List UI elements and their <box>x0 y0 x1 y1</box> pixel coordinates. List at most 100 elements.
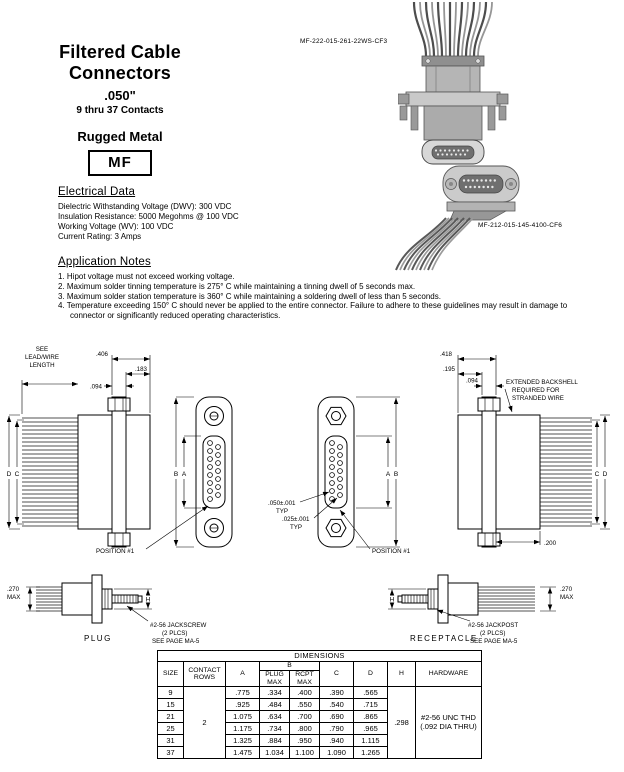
receptacle-dimensions: .418 .195 .094 EXTENDED BACKSHELL REQUIR… <box>268 351 610 555</box>
size-label: .050" <box>104 88 136 103</box>
connector-photo-top <box>398 2 509 165</box>
dim-letter-c-rcpt: C <box>595 471 600 478</box>
cell-hardware: #2-56 UNC THD(.092 DIA THRU) <box>415 686 482 760</box>
receptacle-face-view <box>317 396 355 548</box>
jackpost-note: #2-56 JACKPOST <box>468 622 518 629</box>
dim-letter-a: A <box>182 471 187 478</box>
electrical-data-heading: Electrical Data <box>58 186 136 198</box>
cell-size: 37 <box>157 746 184 760</box>
cell-a: 1.175 <box>225 722 260 736</box>
receptacle-front-shell <box>457 414 483 530</box>
cell-d: 1.115 <box>353 734 388 748</box>
receptacle-hardware-dims: H .270 MAX #2-56 JACKPOST (2 PLCS) SEE P… <box>388 586 573 645</box>
svg-text:TYP: TYP <box>276 508 288 515</box>
electrical-item: Dielectric Withstanding Voltage (DWV): 3… <box>58 202 232 211</box>
max-270-label-plug: .270 <box>7 586 20 593</box>
cell-plug-max: 1.034 <box>259 746 290 760</box>
dim-letter-h-rcpt: H <box>390 597 395 604</box>
cell-a: 1.475 <box>225 746 260 760</box>
cell-a: 1.325 <box>225 734 260 748</box>
cell-d: 1.265 <box>353 746 388 760</box>
cell-c: .540 <box>319 698 354 712</box>
receptacle-side-view <box>457 396 592 548</box>
table-title: DIMENSIONS <box>157 650 482 662</box>
svg-text:SEE PAGE MA-5: SEE PAGE MA-5 <box>152 638 200 645</box>
cell-plug-max: .334 <box>259 686 290 700</box>
svg-text:MAX: MAX <box>560 594 573 601</box>
backshell-note: EXTENDED BACKSHELL <box>506 379 578 386</box>
cell-c: 1.090 <box>319 746 354 760</box>
position-1-label-rcpt: POSITION #1 <box>372 548 411 555</box>
application-note: 3. Maximum solder station temperature is… <box>58 291 441 301</box>
cell-size: 9 <box>157 686 184 700</box>
cell-d: .965 <box>353 722 388 736</box>
col-header-c: C <box>319 660 354 688</box>
col-header-size: SIZE <box>157 660 184 688</box>
cell-c: .390 <box>319 686 354 700</box>
dim-letter-d: D <box>7 471 12 478</box>
cell-d: .565 <box>353 686 388 700</box>
application-note: 4. Temperature exceeding 150° C should n… <box>58 301 568 321</box>
table-row-size-25: 25 1.175 .734 .800 .790 .965 <box>157 722 482 736</box>
plug-backshell <box>77 414 113 530</box>
col-header-b: B <box>259 661 320 671</box>
dim-letter-h-plug: H <box>146 597 151 604</box>
part-number-label-1: MF-222-015-261-22WS-CF3 <box>300 38 388 45</box>
page-title-line2: Connectors <box>68 63 171 83</box>
lead-wire-note: SEE <box>36 346 48 353</box>
cell-size: 21 <box>157 710 184 724</box>
cell-a: .925 <box>225 698 260 712</box>
col-header-d: D <box>353 660 388 688</box>
photo2-connector-body <box>442 165 520 221</box>
series-name: Rugged Metal <box>77 129 163 144</box>
electrical-item: Insulation Resistance: 5000 Megohms @ 10… <box>58 212 239 221</box>
receptacle-caption: RECEPTACLE <box>410 634 478 643</box>
svg-text:TYP: TYP <box>290 524 302 531</box>
receptacle-jackpost-bottom <box>477 532 501 547</box>
dim-letter-c: C <box>15 471 20 478</box>
plug-dimensions: SEE LEAD/WIRE LENGTH .406 .183 .094 D C <box>7 346 209 555</box>
dim-label-094-plug: .094 <box>90 384 103 391</box>
connector-dimension-drawings: SEE LEAD/WIRE LENGTH .406 .183 .094 D C <box>7 346 610 555</box>
cell-rcpt-max: .700 <box>289 710 320 724</box>
cell-a: 1.075 <box>225 710 260 724</box>
cell-rcpt-max: 1.100 <box>289 746 320 760</box>
receptacle-backshell <box>495 414 541 530</box>
cell-rcpt-max: .950 <box>289 734 320 748</box>
series-code-box: MF <box>88 150 152 176</box>
application-notes-section: Application Notes 1. Hipot voltage must … <box>58 256 583 321</box>
cell-c: .790 <box>319 722 354 736</box>
dim-label-406: .406 <box>96 351 109 358</box>
dim-letter-d-rcpt: D <box>603 471 608 478</box>
receptacle-flange <box>481 396 497 548</box>
pitch-025-label: .025±.001 <box>282 516 310 523</box>
dim-letter-a-rcpt: A <box>386 471 391 478</box>
connector-photo-bottom <box>395 165 520 271</box>
cell-contact-rows: 2 <box>183 686 226 760</box>
table-row-size-31: 31 1.325 .884 .950 .940 1.115 <box>157 734 482 748</box>
dim-label-183: .183 <box>135 366 148 373</box>
cell-rcpt-max: .800 <box>289 722 320 736</box>
plug-jackscrew-bottom <box>107 532 131 547</box>
plug-contacts <box>207 440 221 502</box>
cell-size: 31 <box>157 734 184 748</box>
cell-a: .775 <box>225 686 260 700</box>
dim-label-200: .200 <box>544 540 557 547</box>
page-title-line1: Filtered Cable <box>59 42 181 62</box>
plug-caption: PLUG <box>84 634 112 643</box>
receptacle-hardware-view <box>397 574 535 624</box>
plug-front-shell <box>125 414 151 530</box>
electrical-data-section: Electrical Data Dielectric Withstanding … <box>58 186 583 242</box>
application-note: 1. Hipot voltage must not exceed working… <box>58 272 235 281</box>
receptacle-contacts <box>329 440 343 502</box>
photo2-wires <box>395 217 474 271</box>
cell-plug-max: .884 <box>259 734 290 748</box>
cell-c: .940 <box>319 734 354 748</box>
photo1-wires <box>412 2 493 57</box>
plug-flange <box>111 396 127 548</box>
jackscrew-shaft <box>111 594 139 604</box>
table-row-size-21: 21 1.075 .634 .700 .690 .865 <box>157 710 482 724</box>
